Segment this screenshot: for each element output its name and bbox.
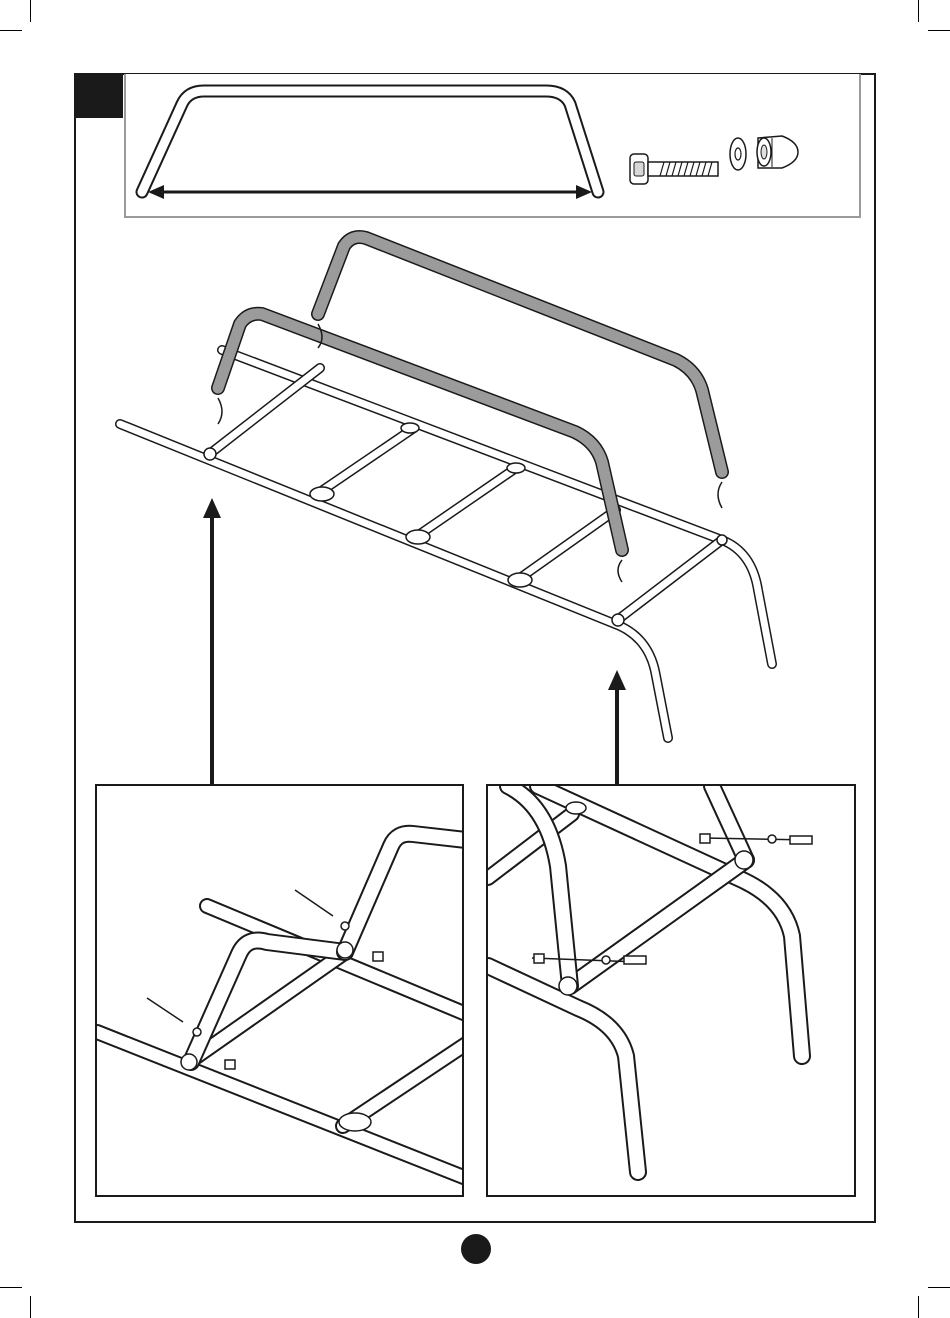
page-number-dot (461, 1234, 491, 1264)
detail-panel-left (95, 784, 464, 1197)
detail-right-drawing (488, 786, 856, 1197)
front-rail (120, 424, 668, 738)
insertion-arrows (218, 324, 722, 582)
detail-left-drawing (97, 786, 464, 1197)
arrow-icon (203, 498, 221, 784)
detail-panel-right (486, 784, 856, 1197)
arrow-icon (608, 670, 626, 784)
new-tube-front (218, 314, 622, 550)
